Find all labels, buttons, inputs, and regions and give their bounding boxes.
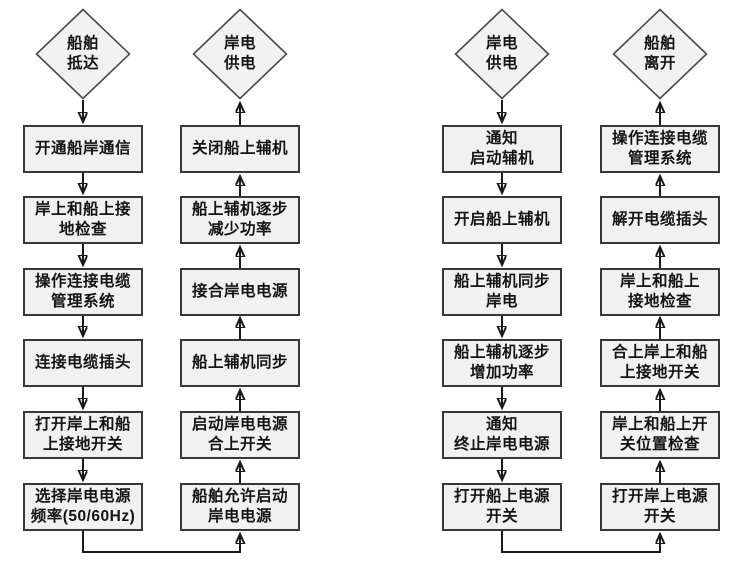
flow-arrow-elbow bbox=[501, 531, 660, 553]
box-notify-start-auxiliary: 通知 启动辅机 bbox=[442, 125, 562, 173]
diamond-label: 岸电 供电 bbox=[223, 35, 256, 72]
diamond-shape-icon bbox=[612, 8, 708, 100]
box-auxiliary-increase-power: 船上辅机逐步 增加功率 bbox=[442, 339, 562, 387]
box-open-shore-power-switch: 打开岸上电源 开关 bbox=[600, 483, 720, 531]
diamond-shore-power-supply-2: 岸电 供电 bbox=[454, 8, 550, 100]
box-open-grounding-switches: 打开岸上和船 上接地开关 bbox=[23, 411, 143, 459]
box-grounding-check-2: 岸上和船上 接地检查 bbox=[600, 268, 720, 316]
box-disconnect-cable-plug: 解开电缆插头 bbox=[600, 196, 720, 244]
box-ship-auxiliary-synchronize: 船上辅机同步 bbox=[180, 339, 300, 387]
diamond-shore-power-supply: 岸电 供电 bbox=[192, 8, 288, 100]
box-switch-position-check: 岸上和船上开 关位置检查 bbox=[600, 411, 720, 459]
diamond-shape-icon bbox=[192, 8, 288, 100]
diamond-shape-icon bbox=[35, 8, 131, 100]
box-connect-cable-plug: 连接电缆插头 bbox=[23, 339, 143, 387]
diamond-label: 船舶 离开 bbox=[643, 35, 676, 72]
box-open-ship-shore-communication: 开通船岸通信 bbox=[23, 125, 143, 173]
box-auxiliary-reduce-power: 船上辅机逐步 减少功率 bbox=[180, 196, 300, 244]
box-operate-cable-management-system-2: 操作连接电缆 管理系统 bbox=[600, 125, 720, 173]
diamond-label: 岸电 供电 bbox=[485, 35, 518, 72]
box-close-grounding-switches: 合上岸上和船 上接地开关 bbox=[600, 339, 720, 387]
box-start-shore-power-close-switch: 启动岸电电源 合上开关 bbox=[180, 411, 300, 459]
diamond-ship-arrival: 船舶 抵达 bbox=[35, 8, 131, 100]
box-engage-shore-power: 接合岸电电源 bbox=[180, 268, 300, 316]
box-operate-cable-management-system: 操作连接电缆 管理系统 bbox=[23, 268, 143, 316]
box-start-ship-auxiliary: 开启船上辅机 bbox=[442, 196, 562, 244]
box-shutdown-ship-auxiliary: 关闭船上辅机 bbox=[180, 125, 300, 173]
diamond-shape-icon bbox=[454, 8, 550, 100]
box-notify-terminate-shore-power: 通知 终止岸电电源 bbox=[442, 411, 562, 459]
flow-arrow-elbow bbox=[82, 531, 240, 553]
box-select-shore-power-frequency: 选择岸电电源 频率(50/60Hz) bbox=[23, 483, 143, 531]
box-ship-permits-shore-power-start: 船舶允许启动 岸电电源 bbox=[180, 483, 300, 531]
box-auxiliary-sync-shore-power: 船上辅机同步 岸电 bbox=[442, 268, 562, 316]
diamond-label: 船舶 抵达 bbox=[66, 35, 99, 72]
box-open-ship-power-switch: 打开船上电源 开关 bbox=[442, 483, 562, 531]
box-shore-ship-grounding-check: 岸上和船上接 地检查 bbox=[23, 196, 143, 244]
diamond-ship-departure: 船舶 离开 bbox=[612, 8, 708, 100]
